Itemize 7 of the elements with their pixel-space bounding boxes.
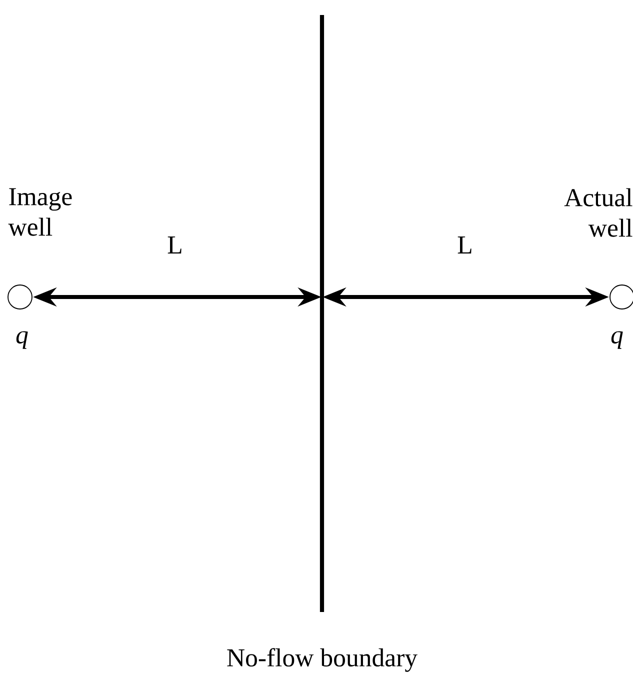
flow-rate-label: q — [16, 331, 28, 349]
well-label: Image well — [8, 188, 72, 236]
edge-label: L — [458, 236, 472, 254]
boundary-label: No-flow boundary — [227, 648, 418, 672]
flow-rate-label: q — [611, 331, 623, 349]
well-label: Actual well — [564, 188, 632, 237]
edge-label: L — [168, 236, 182, 254]
